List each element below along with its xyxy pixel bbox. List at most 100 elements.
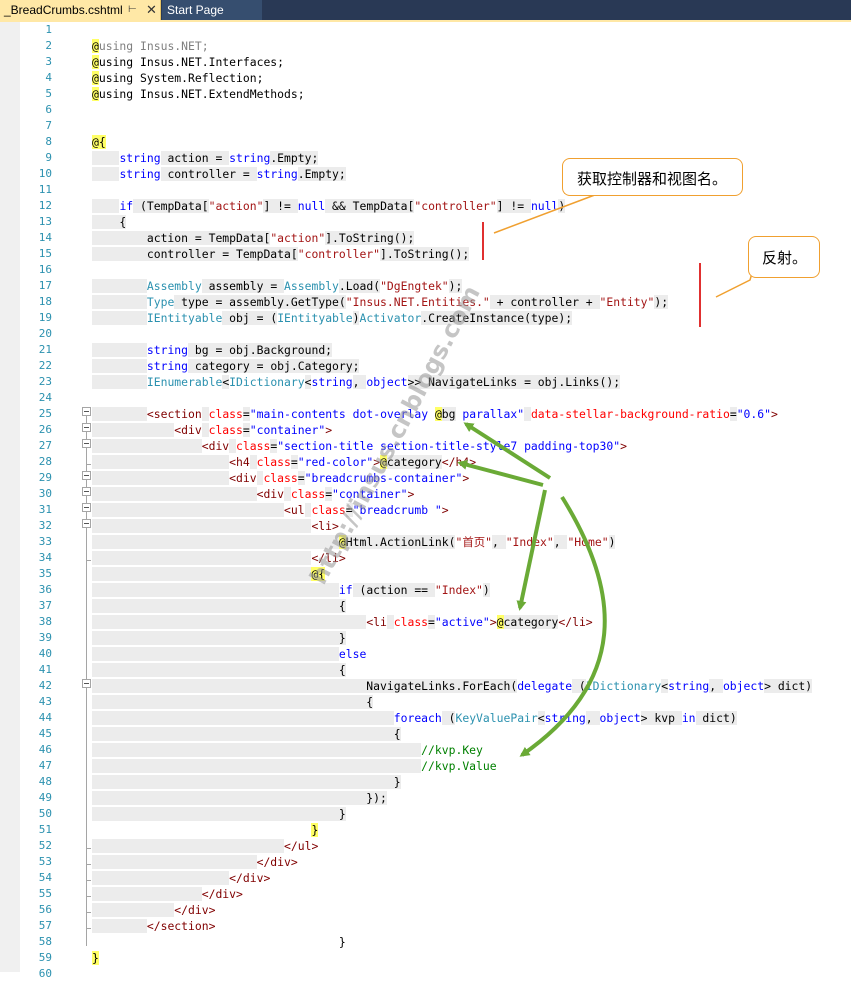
code-line[interactable]: } [92,822,319,838]
code-line[interactable]: string controller = string.Empty; [92,166,346,182]
code-line[interactable]: string category = obj.Category; [92,358,360,374]
code-line[interactable]: { [92,726,401,742]
code-line[interactable]: } [92,806,346,822]
code-line[interactable]: <h4 class="red-color">@category</h4> [92,454,476,470]
code-token: > [325,423,333,437]
code-line[interactable]: @{ [92,566,326,582]
collapse-toggle[interactable] [82,407,91,416]
collapse-toggle[interactable] [82,439,91,448]
code-line[interactable]: { [92,694,374,710]
code-token [92,407,147,421]
code-line[interactable]: </ul> [92,838,318,854]
code-line[interactable]: //kvp.Value [92,758,497,774]
code-line[interactable]: <li class="active">@category</li> [92,614,593,630]
code-token: action = [160,151,230,165]
code-line[interactable]: <div class="section-title section-title-… [92,438,627,454]
tab-start-page[interactable]: Start Page [162,0,262,20]
code-line[interactable]: <div class="container"> [92,422,332,438]
line-number: 40 [38,647,52,660]
code-line[interactable]: </section> [92,918,215,934]
code-line[interactable]: } [92,630,346,646]
code-token: = [729,407,737,421]
code-line[interactable]: </div> [92,886,243,902]
collapse-toggle[interactable] [82,423,91,432]
code-line[interactable]: @using Insus.NET.ExtendMethods; [92,86,305,102]
code-token [92,311,147,325]
code-line[interactable]: }); [92,790,387,806]
code-token: "DgEngtek" [380,279,449,293]
code-line[interactable]: @using Insus.NET; [92,38,209,54]
line-number: 41 [38,663,52,676]
collapse-toggle[interactable] [82,519,91,528]
line-number: 19 [38,311,52,324]
code-token: , [491,535,506,549]
code-line[interactable]: <section class="main-contents dot-overla… [92,406,778,422]
code-line[interactable]: { [92,598,346,614]
pin-icon[interactable]: ⊢ [128,4,137,15]
code-token [92,295,147,309]
code-line[interactable]: NavigateLinks.ForEach(delegate (IDiction… [92,678,813,694]
collapse-toggle[interactable] [82,503,91,512]
code-line[interactable]: @{ [92,134,106,150]
code-line[interactable]: <li> [92,518,339,534]
code-line[interactable]: else [92,646,366,662]
line-number: 14 [38,231,52,244]
line-number: 16 [38,263,52,276]
annotation-marker-bar [699,263,701,327]
code-token: Activator [359,311,422,325]
code-line[interactable]: <ul class="breadcrumb "> [92,502,449,518]
code-line[interactable]: { [92,214,127,230]
code-token: controller = TempData[ [92,247,298,261]
code-line[interactable]: </div> [92,902,215,918]
code-line[interactable]: Type type = assembly.GetType("Insus.NET.… [92,294,669,310]
line-number: 51 [38,823,52,836]
code-line[interactable]: IEntityable obj = (IEntityable)Activator… [92,310,573,326]
code-line[interactable]: } [92,950,99,966]
code-line[interactable]: foreach (KeyValuePair<string, object> kv… [92,710,737,726]
collapse-toggle[interactable] [82,471,91,480]
line-number: 50 [38,807,52,820]
code-line[interactable]: @using Insus.NET.Interfaces; [92,54,284,70]
code-token: @ [92,71,99,85]
code-token: bg [441,407,456,421]
code-line[interactable]: if (TempData["action"] != null && TempDa… [92,198,566,214]
tab-breadcrumbs-cshtml[interactable]: _BreadCrumbs.cshtml ⊢ ✕ [0,0,161,20]
code-line[interactable]: @using System.Reflection; [92,70,263,86]
code-line[interactable]: } [92,934,346,950]
collapse-toggle[interactable] [82,679,91,688]
code-token: { [92,599,346,613]
code-token: { [92,215,127,229]
code-line[interactable]: action = TempData["action"].ToString(); [92,230,415,246]
line-number: 18 [38,295,52,308]
code-line[interactable]: string bg = obj.Background; [92,342,333,358]
code-token: <div [256,487,285,501]
code-line[interactable]: <div class="breadcrumbs-container"> [92,470,469,486]
code-line[interactable]: controller = TempData["controller"].ToSt… [92,246,470,262]
code-line[interactable]: if (action == "Index") [92,582,490,598]
code-line[interactable]: //kvp.Key [92,742,483,758]
code-line[interactable]: Assembly assembly = Assembly.Load("DgEng… [92,278,463,294]
code-token: .Load( [338,279,381,293]
code-token [92,535,339,549]
code-line[interactable]: { [92,662,346,678]
line-number: 49 [38,791,52,804]
code-line[interactable]: </li> [92,550,346,566]
collapse-toggle[interactable] [82,487,91,496]
line-number: 30 [38,487,52,500]
code-token [284,487,291,501]
code-line[interactable]: string action = string.Empty; [92,150,319,166]
code-line[interactable]: } [92,774,401,790]
code-editor[interactable]: @using Insus.NET;@using Insus.NET.Interf… [92,22,851,972]
code-line[interactable]: IEnumerable<IDictionary<string, object>>… [92,374,621,390]
code-token: } [92,935,346,949]
line-number: 26 [38,423,52,436]
close-icon[interactable]: ✕ [146,2,157,17]
code-token: @ [380,455,387,469]
code-line[interactable]: </div> [92,870,270,886]
code-token: "Entity" [599,295,655,309]
code-line[interactable]: </div> [92,854,298,870]
code-line[interactable]: <div class="container"> [92,486,414,502]
line-number: 21 [38,343,52,356]
editor-gutter[interactable] [0,22,20,972]
